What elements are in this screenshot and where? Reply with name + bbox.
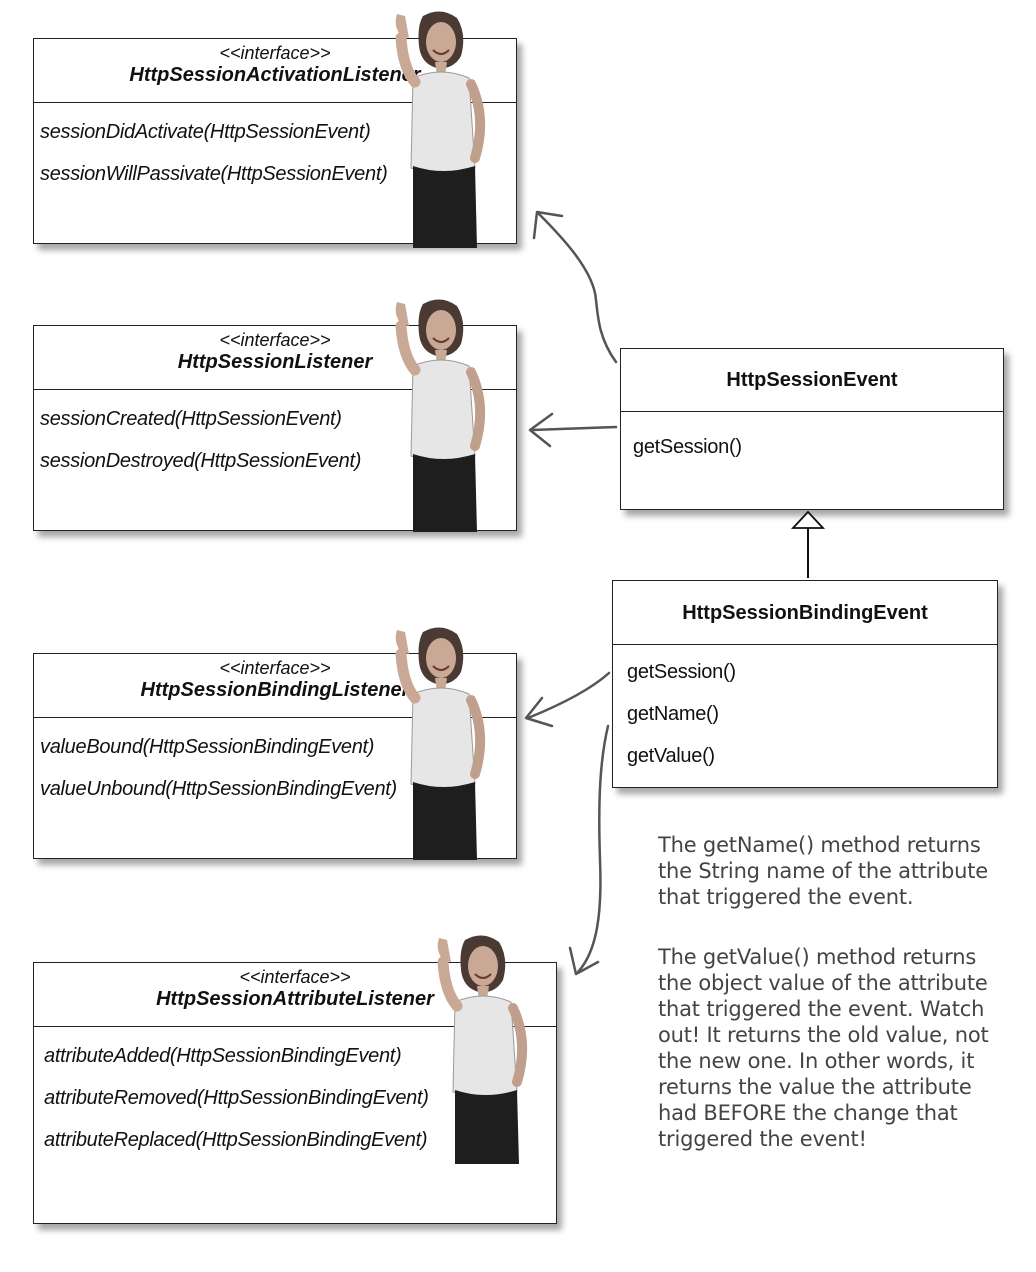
method-list: sessionDidActivate(HttpSessionEvent) ses…: [34, 103, 516, 195]
note-line: the new one. In other words, it: [658, 1049, 975, 1073]
note-line: The getValue() method returns: [658, 945, 977, 969]
method-item: getSession(): [633, 436, 742, 458]
arrowhead: [532, 210, 564, 240]
interface-name: HttpSessionActivationListener: [129, 64, 421, 86]
note-line: the object value of the attribute: [658, 971, 988, 995]
arrowhead: [524, 696, 554, 728]
class-header: HttpSessionEvent: [621, 349, 1003, 412]
note-line: the String name of the attribute: [658, 859, 988, 883]
method-item: sessionCreated(HttpSessionEvent): [40, 408, 342, 430]
person-illustration: [395, 299, 486, 532]
method-list: valueBound(HttpSessionBindingEvent) valu…: [34, 718, 516, 810]
note-line: returns the value the attribute: [658, 1075, 972, 1099]
arrow-to-binding-listener: [526, 671, 611, 720]
method-item: valueUnbound(HttpSessionBindingEvent): [40, 778, 397, 800]
note-line: had BEFORE the change that: [658, 1101, 958, 1125]
method-item: getValue(): [627, 745, 715, 767]
note-line: The getName() method returns: [658, 833, 981, 857]
note-getvalue: The getValue() method returns the object…: [658, 944, 1028, 1152]
stereotype-label: <<interface>>: [219, 658, 331, 678]
binding-event-box: HttpSessionBindingEvent getSession() get…: [612, 580, 998, 788]
inheritance-triangle-icon: [790, 510, 826, 529]
class-header: <<interface>> HttpSessionListener: [34, 326, 516, 390]
arrow-to-attribute-listener: [576, 724, 610, 974]
method-list: getSession() getName() getValue(): [613, 645, 997, 777]
class-header: <<interface>> HttpSessionBindingListener: [34, 654, 516, 718]
arrowhead: [568, 946, 600, 976]
method-item: getSession(): [627, 661, 736, 683]
method-list: getSession(): [621, 412, 1003, 468]
class-header: HttpSessionBindingEvent: [613, 581, 997, 645]
interface-name: HttpSessionAttributeListener: [156, 988, 434, 1010]
stereotype-label: <<interface>>: [239, 967, 351, 987]
note-line: that triggered the event. Watch: [658, 997, 985, 1021]
class-header: <<interface>> HttpSessionActivationListe…: [34, 39, 516, 103]
person-illustration: [437, 935, 528, 1164]
method-list: attributeAdded(HttpSessionBindingEvent) …: [34, 1027, 556, 1161]
class-name: HttpSessionEvent: [726, 369, 898, 391]
stereotype-label: <<interface>>: [219, 43, 331, 63]
method-item: attributeReplaced(HttpSessionBindingEven…: [44, 1129, 428, 1151]
class-name: HttpSessionBindingEvent: [682, 602, 928, 624]
person-illustration: [395, 11, 486, 248]
person-illustration: [395, 627, 486, 860]
class-header: <<interface>> HttpSessionAttributeListen…: [34, 963, 556, 1027]
method-list: sessionCreated(HttpSessionEvent) session…: [34, 390, 516, 482]
note-getname: The getName() method returns the String …: [658, 832, 1028, 910]
note-line: triggered the event!: [658, 1127, 867, 1151]
method-item: valueBound(HttpSessionBindingEvent): [40, 736, 375, 758]
method-item: attributeRemoved(HttpSessionBindingEvent…: [44, 1087, 429, 1109]
note-line: out! It returns the old value, not: [658, 1023, 989, 1047]
arrow-to-activation-listener: [536, 211, 618, 364]
method-item: attributeAdded(HttpSessionBindingEvent): [44, 1045, 402, 1067]
interface-name: HttpSessionListener: [177, 351, 373, 373]
note-line: that triggered the event.: [658, 885, 914, 909]
method-item: sessionWillPassivate(HttpSessionEvent): [40, 163, 388, 185]
interface-name: HttpSessionBindingListener: [140, 679, 410, 701]
method-item: sessionDestroyed(HttpSessionEvent): [40, 450, 362, 472]
method-item: getName(): [627, 703, 719, 725]
method-item: sessionDidActivate(HttpSessionEvent): [40, 121, 371, 143]
arrowhead: [528, 412, 554, 448]
session-event-box: HttpSessionEvent getSession(): [620, 348, 1004, 510]
stereotype-label: <<interface>>: [219, 330, 331, 350]
arrow-to-session-listener: [530, 425, 618, 432]
